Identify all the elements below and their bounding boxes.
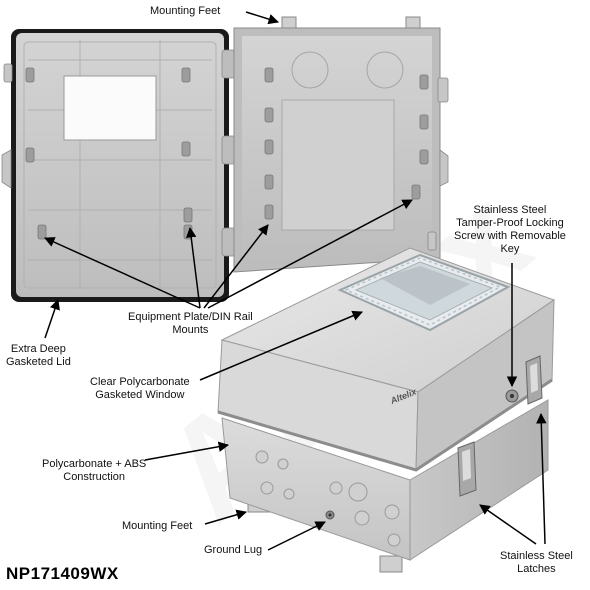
label-window: Clear Polycarbonate Gasketed Window — [90, 376, 190, 402]
lid-clips — [25, 67, 193, 240]
base-mounts — [264, 67, 429, 220]
label-line: Extra Deep — [10, 343, 66, 355]
knockouts-front — [255, 450, 401, 547]
lid-window-cutout — [63, 75, 157, 141]
label-line: Stainless Steel — [473, 204, 547, 216]
arrow-mounting-feet-bottom — [204, 509, 248, 525]
arrow-gasketed-lid — [44, 299, 60, 339]
label-line: Construction — [63, 471, 126, 483]
clear-window — [337, 253, 511, 332]
label-mounting-feet-top: Mounting Feet — [150, 5, 220, 18]
label-line: Equipment Plate/DIN Rail — [128, 311, 253, 323]
arrow-ground-lug — [267, 521, 326, 551]
label-line: Screw with Removable — [454, 230, 566, 242]
stainless-latches — [457, 355, 543, 497]
label-line: Gasketed Lid — [6, 356, 71, 368]
label-line: Clear Polycarbonate — [90, 376, 190, 388]
arrow-construction — [144, 441, 230, 461]
label-ground-lug: Ground Lug — [204, 544, 262, 557]
arrows-latches — [479, 412, 547, 545]
label-line: Tamper-Proof Locking — [456, 217, 564, 229]
arrow-mounting-feet-top — [245, 11, 280, 25]
ground-lug — [325, 510, 335, 520]
label-latches: Stainless Steel Latches — [500, 550, 573, 576]
mounting-foot-bottom-right — [379, 555, 403, 573]
locking-screw — [505, 389, 519, 403]
label-mounting-feet-bottom: Mounting Feet — [122, 520, 192, 533]
base-latch-catch — [427, 77, 449, 251]
label-text: Ground Lug — [204, 544, 263, 556]
label-line: Gasketed Window — [95, 389, 185, 401]
closed-enclosure: Altelix — [217, 247, 556, 573]
callout-arrows — [44, 11, 547, 551]
lid-latch-tabs — [1, 63, 13, 189]
model-number: NP171409WX — [6, 564, 119, 583]
label-line: Polycarbonate + ABS — [42, 458, 147, 470]
label-equipment-plate: Equipment Plate/DIN Rail Mounts — [128, 311, 253, 337]
label-line: Key — [500, 243, 520, 255]
knockouts-back — [291, 51, 404, 89]
arrow-window — [199, 310, 363, 381]
label-construction: Polycarbonate + ABS Construction — [42, 458, 146, 484]
hinges — [221, 49, 237, 257]
label-text: Mounting Feet — [150, 5, 221, 17]
lid-seam — [217, 378, 553, 472]
open-base — [233, 16, 449, 273]
label-line: Latches — [517, 563, 556, 575]
arrows-equipment-plate — [44, 199, 413, 309]
open-lid — [1, 29, 229, 302]
equipment-plate-area — [281, 99, 395, 231]
label-line: Mounts — [172, 324, 209, 336]
label-text: Mounting Feet — [122, 520, 193, 532]
label-line: Stainless Steel — [500, 550, 573, 562]
base-side-face — [409, 399, 549, 561]
label-locking-screw: Stainless Steel Tamper-Proof Locking Scr… — [454, 204, 566, 256]
lid-inner — [16, 33, 224, 297]
label-gasketed-lid: Extra Deep Gasketed Lid — [6, 343, 71, 369]
